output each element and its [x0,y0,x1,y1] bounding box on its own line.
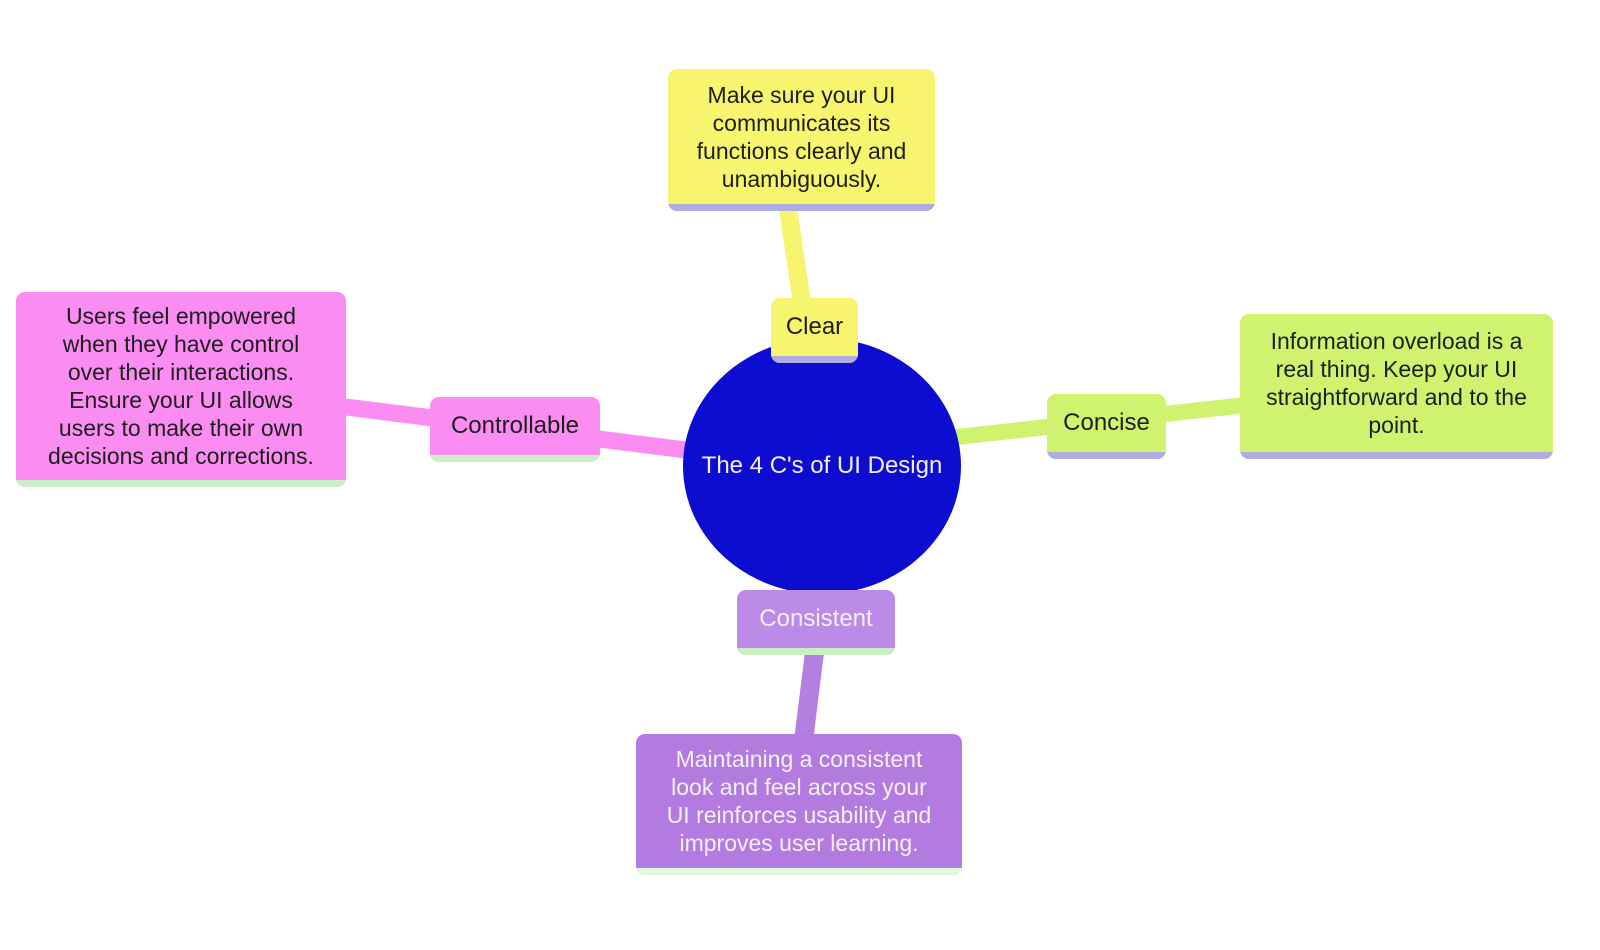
connector-clear [777,193,812,312]
label-text-controllable: Controllable [450,412,580,439]
node-accent-strip [1047,452,1166,459]
node-accent-strip [737,648,895,655]
node-label-consistent: Consistent [737,590,895,655]
center-title: The 4 C's of UI Design [701,452,943,479]
node-description-consistent: Maintaining a consistent look and feel a… [636,734,962,875]
connector-consistent [793,638,826,747]
node-description-controllable: Users feel empowered when they have cont… [16,292,346,487]
label-text-clear: Clear [785,313,844,340]
node-accent-strip [668,204,935,211]
node-accent-strip [636,868,962,875]
node-accent-strip [430,455,600,462]
node-description-clear: Make sure your UI communicates its funct… [668,69,935,211]
node-label-controllable: Controllable [430,397,600,462]
label-text-consistent: Consistent [759,605,873,632]
center-node: The 4 C's of UI Design [683,338,961,594]
node-accent-strip [1240,452,1553,459]
label-text-concise: Concise [1063,409,1150,436]
description-text-concise: Information overload is a real thing. Ke… [1266,328,1527,438]
node-accent-strip [16,480,346,487]
description-text-controllable: Users feel empowered when they have cont… [48,303,314,469]
node-label-clear: Clear [771,298,858,363]
node-label-concise: Concise [1047,394,1166,459]
description-text-consistent: Maintaining a consistent look and feel a… [666,746,932,856]
description-text-clear: Make sure your UI communicates its funct… [696,81,907,192]
node-description-concise: Information overload is a real thing. Ke… [1240,314,1553,459]
node-accent-strip [771,356,858,363]
